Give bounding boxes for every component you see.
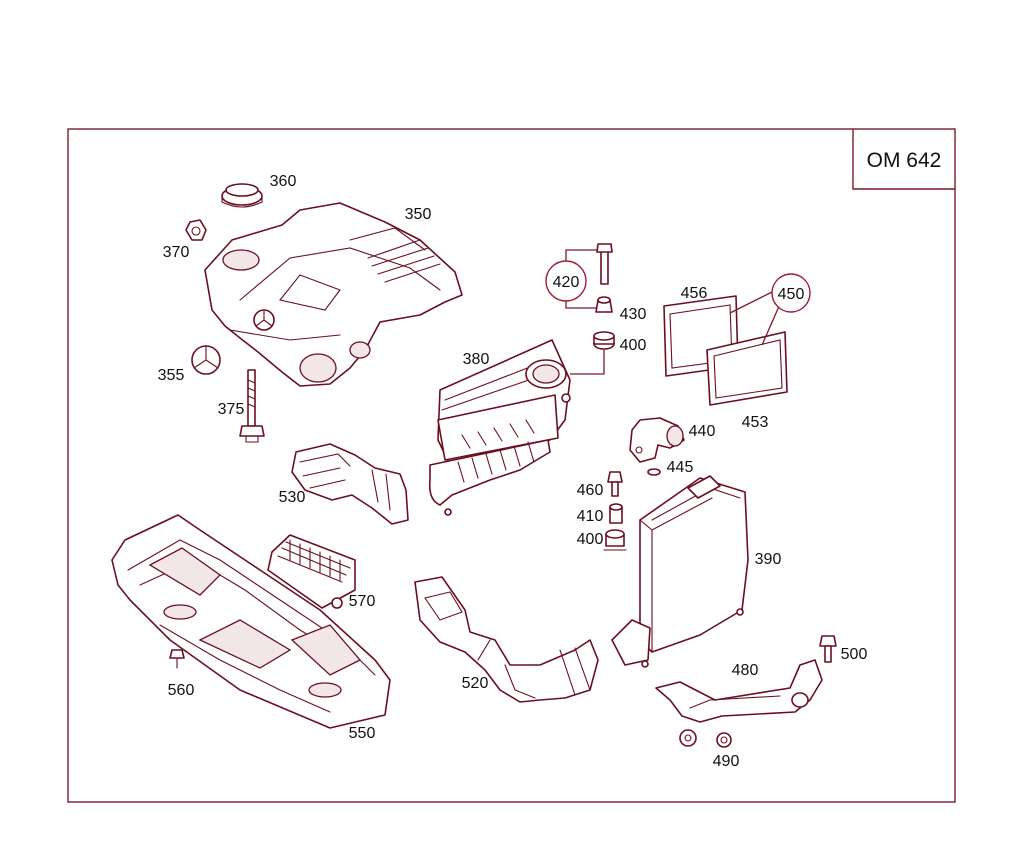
engine-cover-350[interactable] <box>204 202 463 387</box>
callout-550: 550 <box>349 725 376 742</box>
clip-560[interactable] <box>169 649 185 669</box>
callout-520: 520 <box>462 675 489 692</box>
callout-350: 350 <box>405 206 432 223</box>
callout-400-upper: 400 <box>620 337 647 354</box>
callout-500: 500 <box>841 646 868 663</box>
spacer-430[interactable] <box>595 296 613 313</box>
callout-400-lower: 400 <box>577 531 604 548</box>
callout-460: 460 <box>577 482 604 499</box>
callout-490: 490 <box>713 753 740 770</box>
callout-453: 453 <box>742 414 769 431</box>
callout-leader-450 <box>729 291 781 346</box>
filter-element-570[interactable] <box>267 534 356 609</box>
engine-code-label: OM 642 <box>867 149 942 172</box>
callout-450: 450 <box>778 286 805 303</box>
callout-375: 375 <box>218 401 245 418</box>
callout-360: 360 <box>270 173 297 190</box>
callout-456: 456 <box>681 285 708 302</box>
engine-code-box: OM 642 <box>852 129 955 190</box>
bolt-375[interactable] <box>239 369 265 443</box>
emblem-355[interactable] <box>191 345 221 375</box>
grommet-360[interactable] <box>221 183 263 208</box>
elbow-440[interactable] <box>629 417 685 463</box>
callout-410: 410 <box>577 508 604 525</box>
callout-480: 480 <box>732 662 759 679</box>
callout-390: 390 <box>755 551 782 568</box>
filter-element-453[interactable] <box>706 331 788 406</box>
callout-370: 370 <box>163 244 190 261</box>
callout-circle-420 <box>545 260 587 302</box>
cowl-panel-550[interactable] <box>111 514 391 729</box>
diagram-frame <box>67 128 956 803</box>
bracket-480[interactable] <box>655 659 823 723</box>
callout-560: 560 <box>168 682 195 699</box>
o-ring-445[interactable] <box>647 468 661 476</box>
callout-420: 420 <box>553 274 580 291</box>
callout-355: 355 <box>158 367 185 384</box>
bolt-420[interactable] <box>596 243 613 285</box>
callout-430: 430 <box>620 306 647 323</box>
callout-530: 530 <box>279 489 306 506</box>
callout-circle-450 <box>771 273 811 313</box>
sleeve-410[interactable] <box>609 503 623 524</box>
callout-445: 445 <box>667 459 694 476</box>
intake-duct-530[interactable] <box>291 443 409 525</box>
buffer-490[interactable] <box>679 729 732 748</box>
rubber-mount-400-lower[interactable] <box>603 529 627 551</box>
housing-390[interactable] <box>611 475 749 668</box>
callout-440: 440 <box>689 423 716 440</box>
nut-370[interactable] <box>185 219 207 241</box>
callout-380: 380 <box>463 351 490 368</box>
bolt-500[interactable] <box>819 635 837 663</box>
air-filter-housing-380[interactable] <box>428 339 571 516</box>
rubber-mount-400-upper[interactable] <box>593 331 615 350</box>
callout-570: 570 <box>349 593 376 610</box>
intake-tube-520[interactable] <box>414 576 599 703</box>
bolt-460[interactable] <box>607 471 623 497</box>
